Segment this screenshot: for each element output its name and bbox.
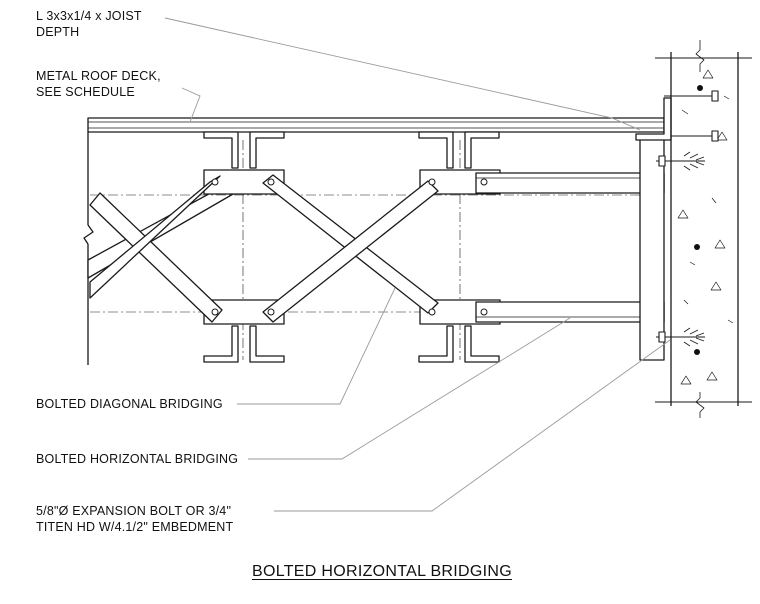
joist-break-line bbox=[83, 132, 94, 365]
bottom-chord-angles-joist-1 bbox=[203, 325, 285, 363]
wall-embed-plate bbox=[639, 137, 665, 361]
concrete-hatch bbox=[677, 69, 734, 385]
diagonal-bridging-label: BOLTED DIAGONAL BRIDGING bbox=[36, 397, 223, 411]
bolted-horizontal-bridging bbox=[475, 172, 665, 323]
roof-deck-label: METAL ROOF DECK, SEE SCHEDULE bbox=[36, 68, 161, 100]
bolt-label-line-1: 5/8"Ø EXPANSION BOLT OR 3/4" bbox=[36, 504, 232, 518]
leader-lines bbox=[164, 17, 671, 512]
top-chord-angles-joist-2 bbox=[418, 131, 500, 169]
expansion-bolts bbox=[656, 90, 719, 347]
joist-angle-label: L 3x3x1/4 x JOIST DEPTH bbox=[36, 8, 142, 40]
horizontal-bridging-label: BOLTED HORIZONTAL BRIDGING bbox=[36, 452, 239, 466]
bolted-diagonal-bridging bbox=[89, 174, 439, 323]
metal-roof-deck bbox=[87, 117, 665, 133]
expansion-bolt-label: 5/8"Ø EXPANSION BOLT OR 3/4" TITEN HD W/… bbox=[36, 503, 233, 535]
joist-label-line-1: L 3x3x1/4 x JOIST bbox=[36, 9, 142, 23]
joist-label-line-2: DEPTH bbox=[36, 25, 80, 39]
drawing-title: BOLTED HORIZONTAL BRIDGING bbox=[252, 563, 512, 580]
concrete-rebar bbox=[694, 85, 703, 355]
concrete-wall bbox=[655, 40, 752, 418]
bolt-label-line-2: TITEN HD W/4.1/2" EMBEDMENT bbox=[36, 520, 234, 534]
bottom-chord-angles-joist-2 bbox=[418, 325, 500, 363]
top-chord-angles-joist-1 bbox=[203, 131, 285, 169]
bridging-bolts bbox=[211, 178, 660, 316]
deck-label-line-2: SEE SCHEDULE bbox=[36, 85, 135, 99]
deck-label-line-1: METAL ROOF DECK, bbox=[36, 69, 161, 83]
